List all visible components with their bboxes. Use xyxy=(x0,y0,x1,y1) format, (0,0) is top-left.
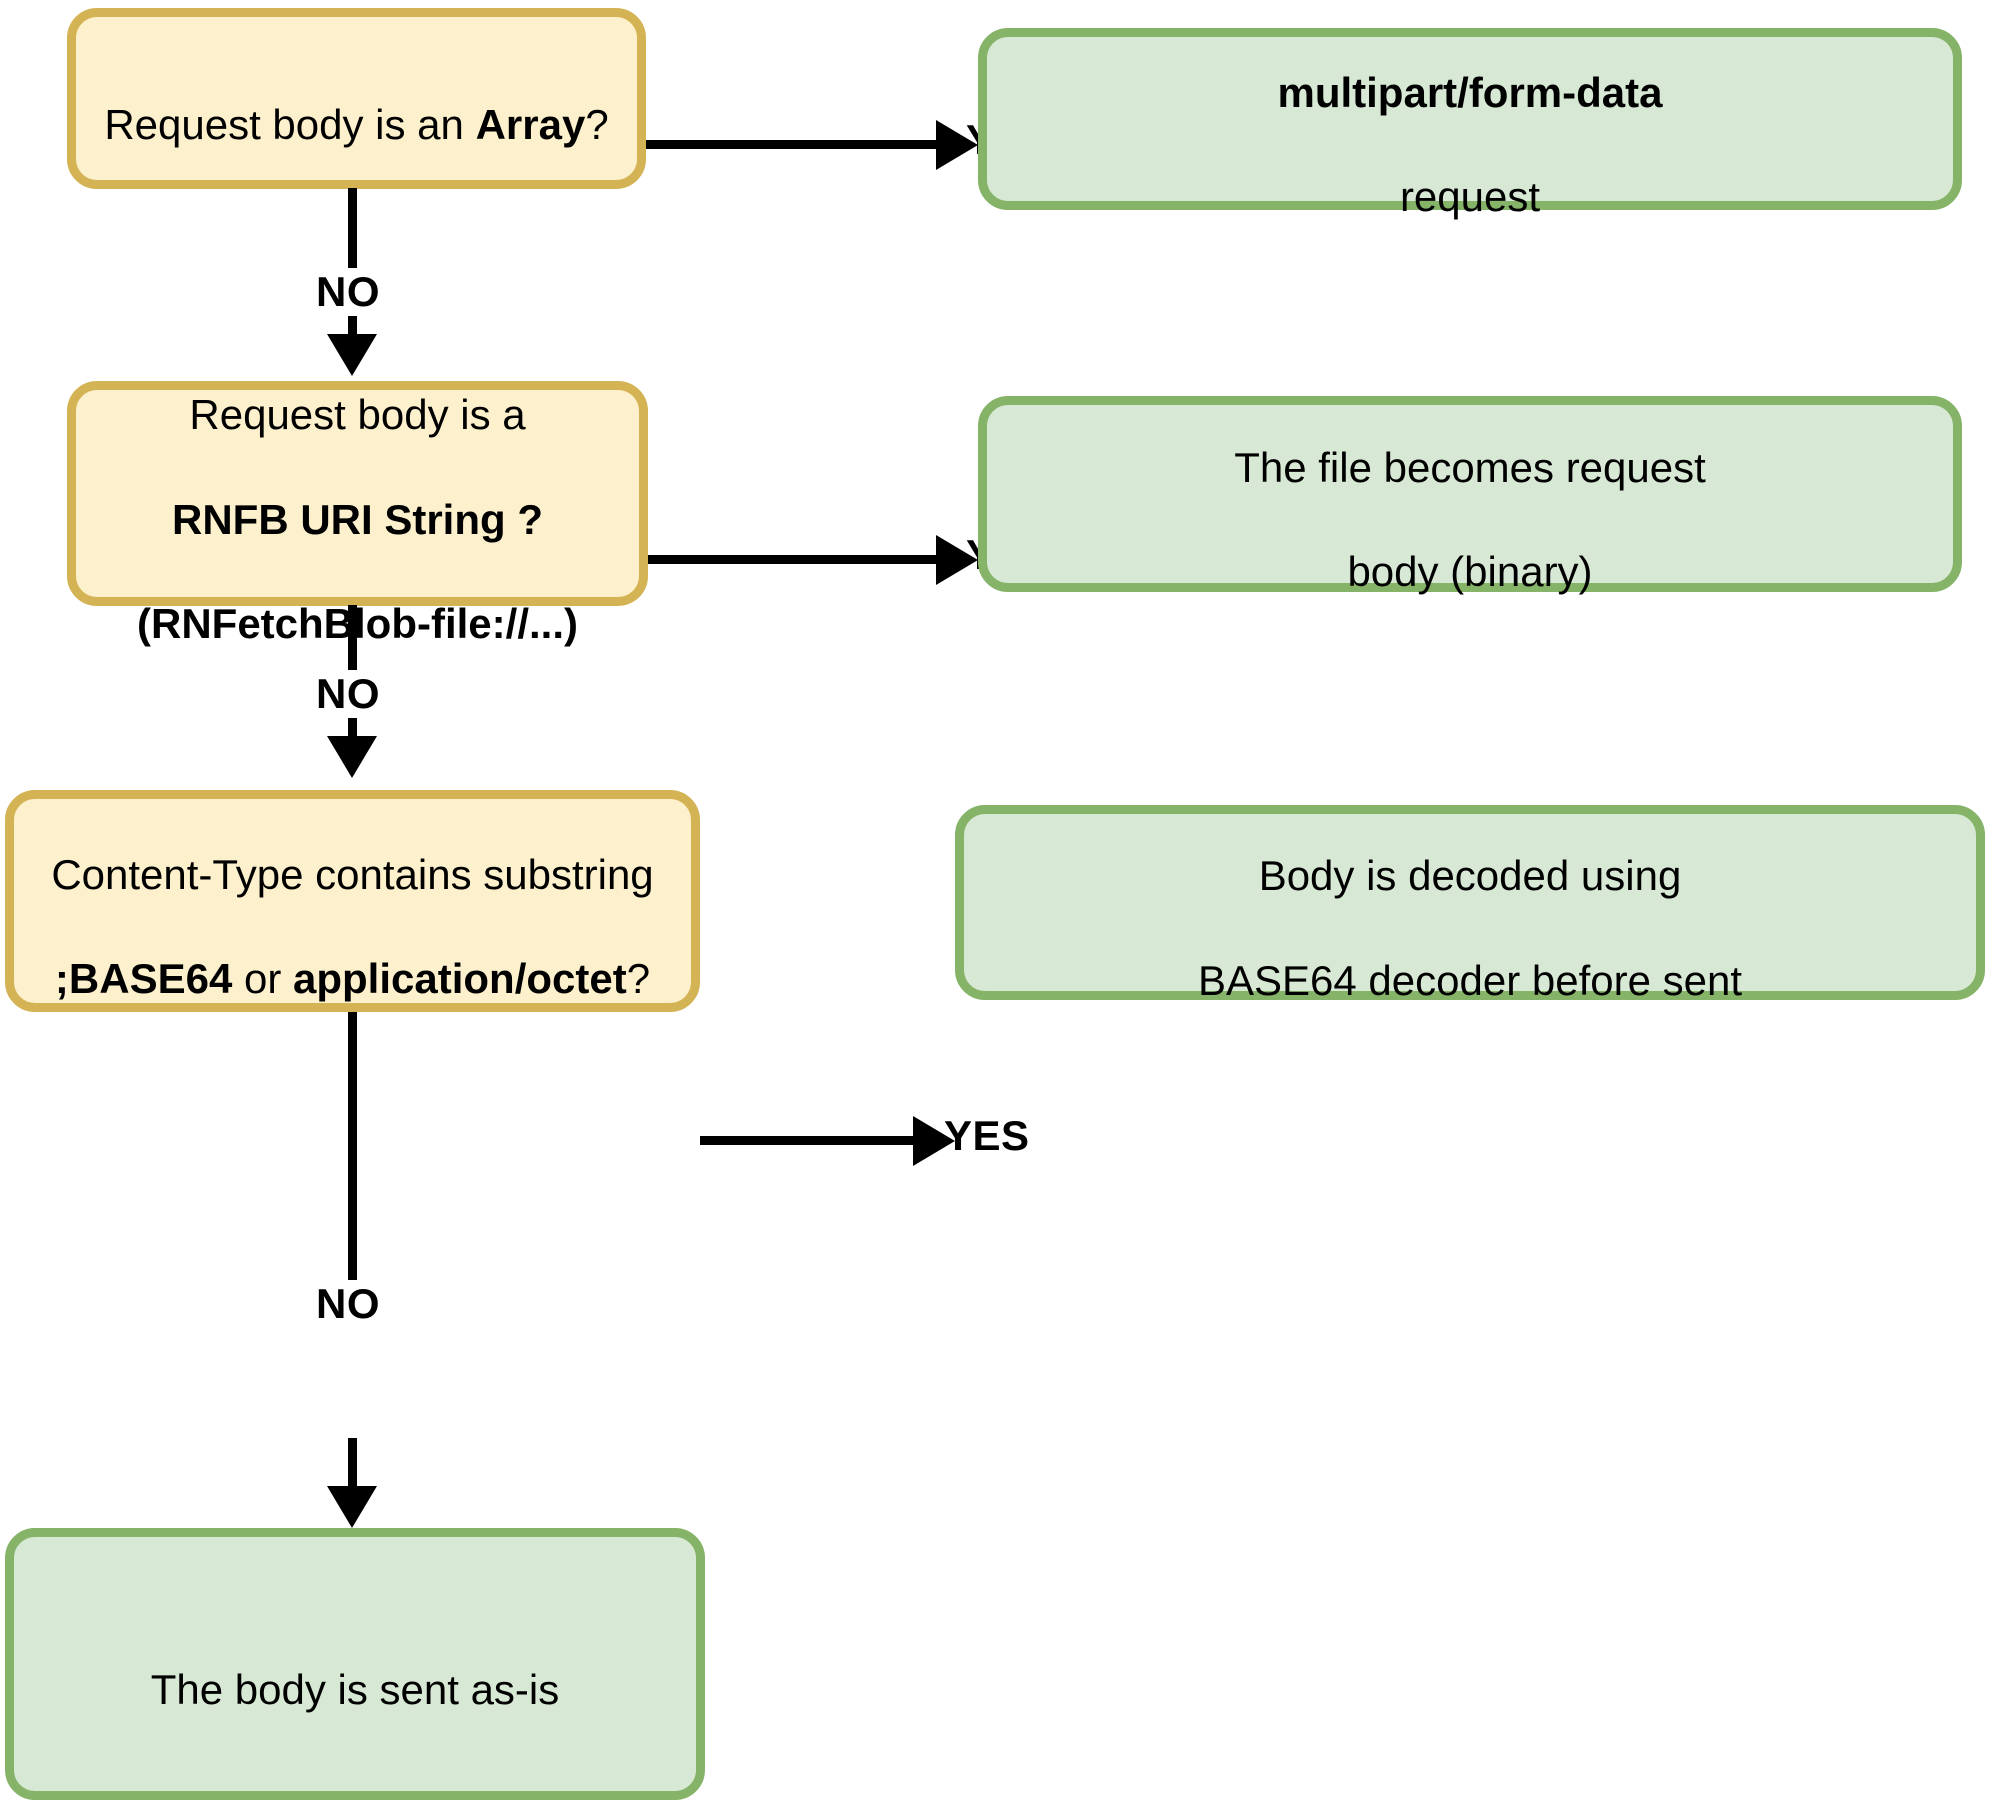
decision-ctype-line2-tail: ? xyxy=(626,955,651,1003)
edge-label-array-no: NO xyxy=(316,268,380,316)
result-file-binary-line1-plain: The file becomes request xyxy=(1234,443,1706,491)
edge-label-rnfb-no: NO xyxy=(316,670,380,718)
node-result-multipart-text: multipart/form-data request xyxy=(1263,15,1676,223)
node-result-file-binary-text: The file becomes request body (binary) xyxy=(1220,390,1720,598)
edge-array-no-segment-bottom xyxy=(348,316,357,348)
node-result-body-sent-as-is[interactable]: The body is sent as-is xyxy=(5,1528,705,1800)
result-base64-line2-plain: BASE64 decoder before sent xyxy=(1197,956,1743,1004)
arrow-array-no-head xyxy=(327,334,377,376)
node-decision-content-type-substring[interactable]: Content-Type contains substring ;BASE64 … xyxy=(5,790,700,1012)
node-decision-content-type-text: Content-Type contains substring ;BASE64 … xyxy=(37,797,667,1005)
edge-label-ctype-yes: YES xyxy=(940,1112,1034,1160)
arrow-array-yes-head xyxy=(936,120,978,170)
arrow-ctype-no-head xyxy=(327,1486,377,1528)
arrow-ctype-yes-head xyxy=(913,1116,955,1166)
node-decision-rnfb-text: Request body is a RNFB URI String ? (RNF… xyxy=(123,337,592,649)
result-as-is-line1-plain: The body is sent as-is xyxy=(150,1666,560,1713)
decision-rnfb-line1-plain: Request body is a xyxy=(189,391,526,439)
node-result-body-decoded-base64[interactable]: Body is decoded using BASE64 decoder bef… xyxy=(955,805,1985,1004)
arrow-rnfb-yes-head xyxy=(936,535,978,585)
decision-ctype-line2-bold-a: ;BASE64 xyxy=(54,955,233,1003)
node-result-as-is-text: The body is sent as-is xyxy=(137,1612,574,1716)
decision-array-line1-plain: Request body is an xyxy=(104,100,476,148)
decision-rnfb-line3-bold: (RNFetchBlob-file://...) xyxy=(137,599,578,647)
edge-array-yes-segment-left xyxy=(646,140,942,149)
arrow-rnfb-no-head xyxy=(327,736,377,778)
decision-array-line1-bold: Array xyxy=(475,100,586,148)
result-base64-line1-plain: Body is decoded using xyxy=(1258,852,1682,900)
result-file-binary-line2-plain: body (binary) xyxy=(1347,548,1593,596)
decision-array-line1-tail: ? xyxy=(585,100,609,148)
node-result-file-becomes-request-body[interactable]: The file becomes request body (binary) xyxy=(978,396,1962,595)
node-result-base64-text: Body is decoded using BASE64 decoder bef… xyxy=(1184,798,1756,1006)
decision-ctype-line1-plain: Content-Type contains substring xyxy=(51,850,654,898)
decision-ctype-line2-plain-mid: or xyxy=(232,955,294,1003)
edge-rnfb-no-segment-bottom xyxy=(348,718,357,748)
decision-ctype-line2-bold-b: application/octet xyxy=(293,955,627,1003)
edge-array-no-segment-top xyxy=(348,188,357,316)
edge-ctype-no-segment-top xyxy=(348,1012,357,1293)
node-decision-array-text: Request body is an Array? xyxy=(90,46,622,150)
node-decision-request-body-is-rnfb-uri[interactable]: Request body is a RNFB URI String ? (RNF… xyxy=(67,381,648,647)
result-multipart-line1-bold: multipart/form-data xyxy=(1277,68,1663,116)
result-multipart-line2-plain: request xyxy=(1399,173,1541,221)
node-decision-request-body-is-array[interactable]: Request body is an Array? xyxy=(67,8,646,189)
edge-ctype-yes-segment-left xyxy=(700,1136,922,1145)
decision-rnfb-line2-bold: RNFB URI String ? xyxy=(172,495,543,543)
node-result-multipart-form-data[interactable]: multipart/form-data request xyxy=(978,28,1962,220)
edge-rnfb-no-segment-top xyxy=(348,605,357,725)
edge-label-ctype-no: NO xyxy=(316,1280,380,1328)
edge-rnfb-yes-segment-left xyxy=(648,555,942,564)
edge-ctype-no-segment-bottom xyxy=(348,1438,357,1488)
